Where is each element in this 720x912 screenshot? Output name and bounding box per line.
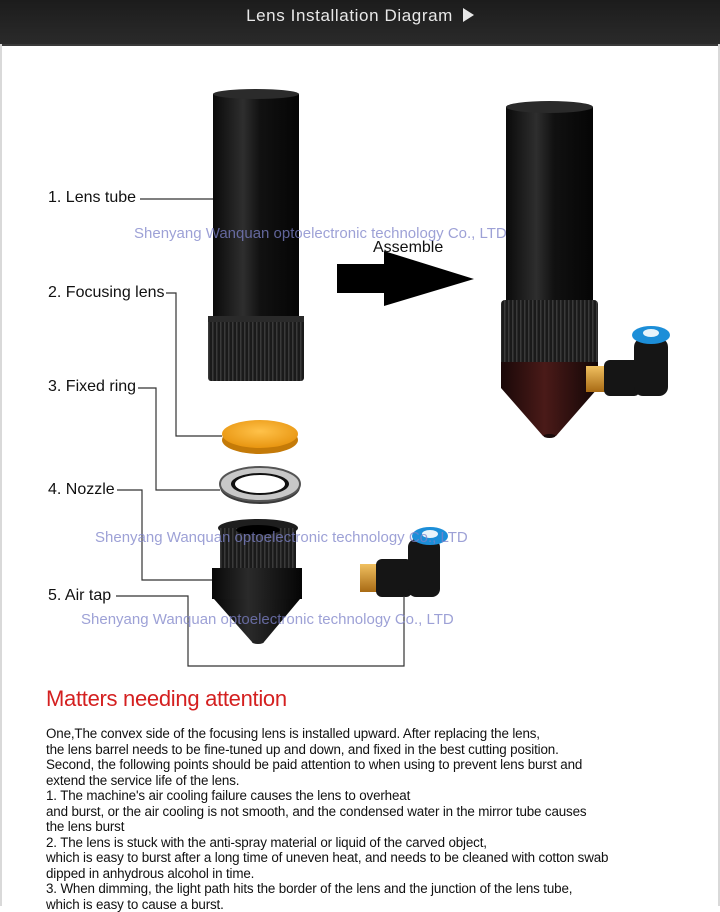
- notes-body: One,The convex side of the focusing lens…: [46, 726, 696, 912]
- lens-diagram: 1. Lens tube 2. Focusing lens 3. Fixed r…: [0, 44, 720, 684]
- note-line: which is easy to burst after a long time…: [46, 850, 696, 866]
- label-focusing-lens: 2. Focusing lens: [48, 284, 165, 302]
- watermark: Shenyang Wanquan optoelectronic technolo…: [95, 529, 468, 546]
- watermark: Shenyang Wanquan optoelectronic technolo…: [81, 611, 454, 628]
- note-line: 1. The machine's air cooling failure cau…: [46, 788, 696, 804]
- label-lens-tube: 1. Lens tube: [48, 189, 136, 207]
- play-arrow-icon: [463, 8, 474, 22]
- attention-notes: Matters needing attention One,The convex…: [46, 686, 696, 912]
- note-line: extend the service life of the lens.: [46, 773, 696, 789]
- note-line: 2. The lens is stuck with the anti-spray…: [46, 835, 696, 851]
- label-nozzle: 4. Nozzle: [48, 481, 115, 499]
- note-line: Second, the following points should be p…: [46, 757, 696, 773]
- assembled-lens-head: [501, 101, 670, 438]
- note-line: dipped in anhydrous alcohol in time.: [46, 866, 696, 882]
- page-title: Lens Installation Diagram: [0, 6, 720, 26]
- fixed-ring: [220, 467, 300, 504]
- note-line: the lens burst: [46, 819, 696, 835]
- note-line: which is easy to cause a burst.: [46, 897, 696, 912]
- note-line: the lens barrel needs to be fine-tuned u…: [46, 742, 696, 758]
- label-fixed-ring: 3. Fixed ring: [48, 378, 136, 396]
- note-line: One,The convex side of the focusing lens…: [46, 726, 696, 742]
- note-line: 3. When dimming, the light path hits the…: [46, 881, 696, 897]
- label-air-tap: 5. Air tap: [48, 587, 111, 605]
- notes-heading: Matters needing attention: [46, 686, 696, 712]
- assemble-arrow-icon: [337, 251, 474, 306]
- header-bar: Lens Installation Diagram: [0, 0, 720, 46]
- focusing-lens: [222, 420, 298, 454]
- note-line: and burst, or the air cooling is not smo…: [46, 804, 696, 820]
- watermark: Shenyang Wanquan optoelectronic technolo…: [134, 225, 507, 242]
- page-title-text: Lens Installation Diagram: [246, 6, 453, 25]
